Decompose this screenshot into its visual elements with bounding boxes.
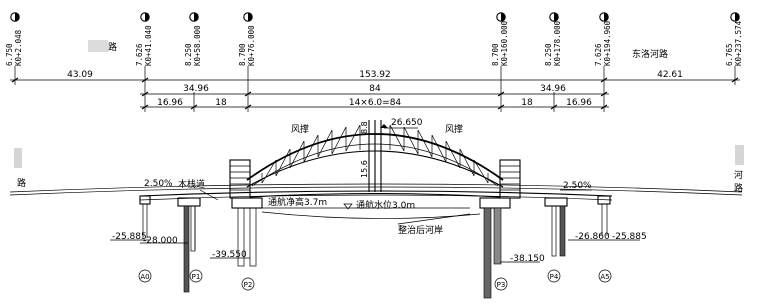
- label-slope-right: 2.50%: [563, 181, 592, 191]
- pier-label-p4: P4: [550, 273, 559, 281]
- road-label-left-top: 路: [108, 41, 117, 53]
- label-riverbank: 整治后河岸: [398, 224, 443, 236]
- station-km-6: K0+178.000: [553, 20, 562, 66]
- station-marker-3: 8.250 K0+58.000: [184, 12, 202, 66]
- station-km-5: K0+160.000: [500, 20, 509, 66]
- dimension-chains: [10, 66, 740, 112]
- arch-truss: [229, 120, 521, 199]
- dim-row2-2: 84: [369, 84, 381, 94]
- station-km-7: K0+194.960: [603, 20, 612, 66]
- road-label-right-top: 东洛河路: [632, 48, 668, 60]
- station-marker-7: 7.626 K0+194.960: [594, 12, 612, 66]
- arch-rise-2: 15.6: [360, 160, 369, 178]
- station-elev-6: 8.250: [544, 43, 553, 66]
- station-elev-4: 8.700: [238, 43, 247, 66]
- station-marker-5: 8.700 K0+160.000: [491, 12, 509, 66]
- river-bed: [261, 211, 481, 219]
- pier-label-p3: P3: [497, 281, 506, 289]
- pile-tip-3: -39.550: [212, 250, 247, 260]
- dim-row3-4: 18: [521, 98, 533, 108]
- pile-tip-markers: [110, 239, 640, 263]
- station-marker-1: 6.750 K0+2.048: [5, 12, 23, 66]
- station-marker-8: 6.765 K0+237.574: [725, 12, 743, 66]
- pile-tip-1: -25.885: [112, 232, 147, 242]
- label-trestle: 木栈道: [178, 178, 205, 190]
- dim-row3-2: 18: [215, 98, 227, 108]
- blurred-road-name: [88, 40, 108, 52]
- arch-rise-1: 8.8: [360, 121, 369, 134]
- station-marker-6: 8.250 K0+178.000: [544, 12, 562, 66]
- riverbank-leader: [397, 213, 471, 225]
- piers-and-piles: [139, 195, 611, 299]
- station-marker-4: 8.700 K0+76.000: [238, 12, 256, 66]
- label-clearance: 通航净高3.7m: [268, 196, 327, 208]
- station-elev-5: 8.700: [491, 43, 500, 66]
- pier-label-p2: P2: [244, 281, 253, 289]
- station-elev-1: 6.750: [5, 43, 14, 66]
- station-km-3: K0+58.000: [193, 25, 202, 66]
- dim-row1-1: 43.09: [67, 70, 93, 80]
- arch-top-elev-marker: [380, 124, 388, 128]
- dim-row2-1: 34.96: [183, 84, 209, 94]
- trestle-leader: [199, 189, 219, 201]
- road-label-right-side-1: 河: [734, 169, 743, 181]
- water-level-marker: [343, 203, 353, 210]
- station-elev-2: 7.626: [135, 43, 144, 66]
- pier-label-a0: A0: [140, 273, 149, 281]
- station-elev-7: 7.626: [594, 43, 603, 66]
- road-label-left-side: 路: [17, 177, 26, 189]
- station-km-4: K0+76.000: [247, 25, 256, 66]
- pile-tip-5: -26.860: [575, 232, 610, 242]
- station-markers: 6.750 K0+2.048 7.626 K0+41.040 8.250 K0+…: [5, 12, 743, 66]
- label-water-level: 通航水位3.0m: [356, 199, 415, 211]
- station-km-1: K0+2.048: [14, 29, 23, 66]
- deck-profile: [9, 183, 743, 201]
- label-wind-brace-left: 风撑: [291, 123, 309, 135]
- station-km-2: K0+41.040: [144, 25, 153, 66]
- dim-row3-1: 16.96: [157, 98, 183, 108]
- station-marker-2: 7.626 K0+41.040: [135, 12, 153, 66]
- blurred-road-left: [14, 148, 22, 168]
- blurred-road-right: [735, 145, 744, 165]
- dim-row1-3: 42.61: [657, 70, 683, 80]
- pier-labels: [138, 269, 612, 291]
- dim-row2-3: 34.96: [540, 84, 566, 94]
- arch-top-elev: 26.650: [391, 118, 423, 128]
- station-elev-8: 6.765: [725, 43, 734, 66]
- road-label-right-side-2: 路: [734, 182, 743, 194]
- station-elev-3: 8.250: [184, 43, 193, 66]
- pier-label-p1: P1: [192, 273, 201, 281]
- pile-tip-6: -25.885: [612, 232, 647, 242]
- dim-row3-3: 14×6.0=84: [349, 98, 402, 108]
- dim-row3-5: 16.96: [566, 98, 592, 108]
- pile-tip-2: -28.000: [143, 236, 178, 246]
- label-slope-left: 2.50%: [144, 179, 173, 189]
- pier-label-a5: A5: [600, 273, 609, 281]
- label-wind-brace-right: 风撑: [445, 123, 463, 135]
- station-km-8: K0+237.574: [734, 20, 743, 66]
- pile-tip-4: -38.150: [510, 254, 545, 264]
- dim-row1-2: 153.92: [359, 70, 391, 80]
